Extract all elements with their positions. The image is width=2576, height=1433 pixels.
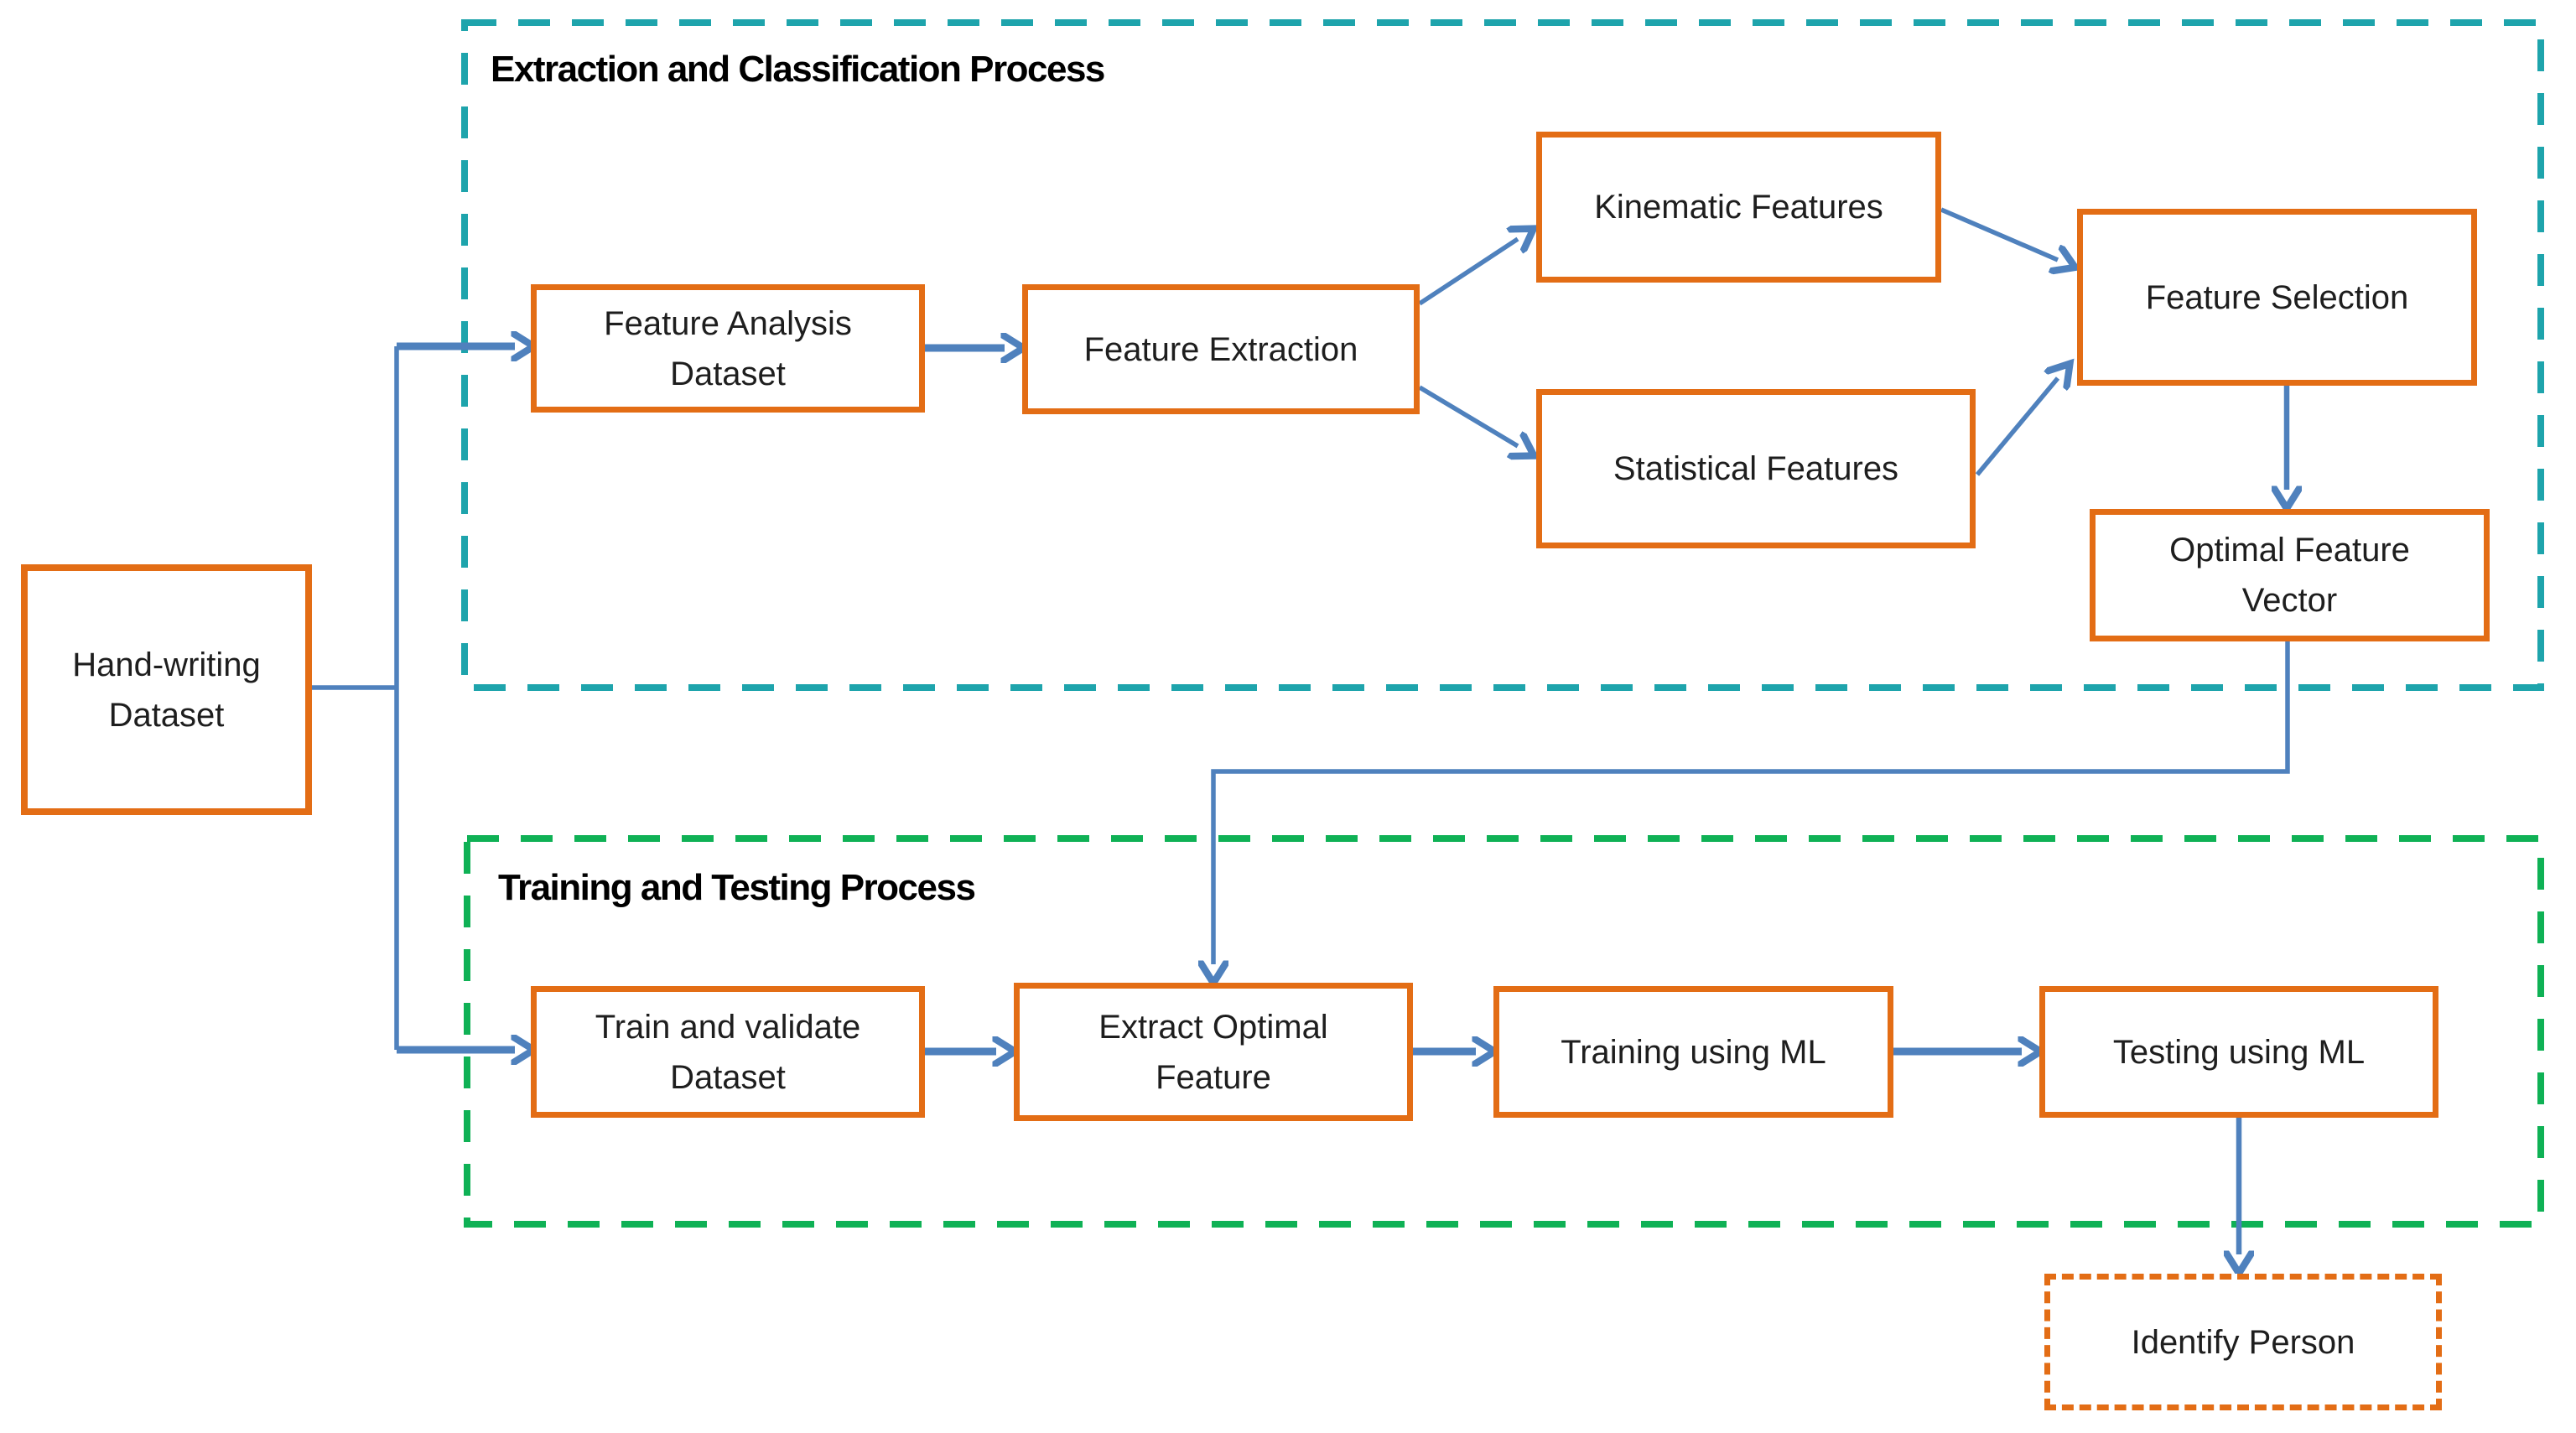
node-training-using-ml: Training using ML xyxy=(1493,986,1893,1118)
training-process-container xyxy=(464,835,2544,1228)
node-train-and-validate-dataset: Train and validate Dataset xyxy=(531,986,925,1118)
node-extract-optimal-feature: Extract Optimal Feature xyxy=(1014,983,1413,1121)
arrow-optimal-vector-to-extract-optimal xyxy=(1213,641,2290,964)
extraction-process-container xyxy=(461,19,2544,691)
node-hand-writing-dataset: Hand-writing Dataset xyxy=(21,564,312,815)
node-optimal-feature-vector: Optimal Feature Vector xyxy=(2090,509,2490,641)
arrow-extraction-to-kinematic xyxy=(1418,239,1518,306)
node-kinematic-features: Kinematic Features xyxy=(1536,132,1941,283)
node-statistical-features: Statistical Features xyxy=(1536,389,1976,548)
arrow-kinematic-to-selection xyxy=(1940,207,2058,260)
node-feature-extraction: Feature Extraction xyxy=(1022,284,1420,414)
node-feature-selection: Feature Selection xyxy=(2077,209,2477,386)
node-identify-person: Identify Person xyxy=(2044,1274,2442,1410)
training-process-title: Training and Testing Process xyxy=(498,867,976,908)
arrow-statistical-to-selection xyxy=(1975,378,2058,476)
extraction-process-title: Extraction and Classification Process xyxy=(491,49,1105,90)
arrow-extraction-to-statistical xyxy=(1418,385,1518,446)
connector-dataset-split xyxy=(312,346,399,1050)
node-testing-using-ml: Testing using ML xyxy=(2039,986,2438,1118)
node-feature-analysis-dataset: Feature Analysis Dataset xyxy=(531,284,925,413)
